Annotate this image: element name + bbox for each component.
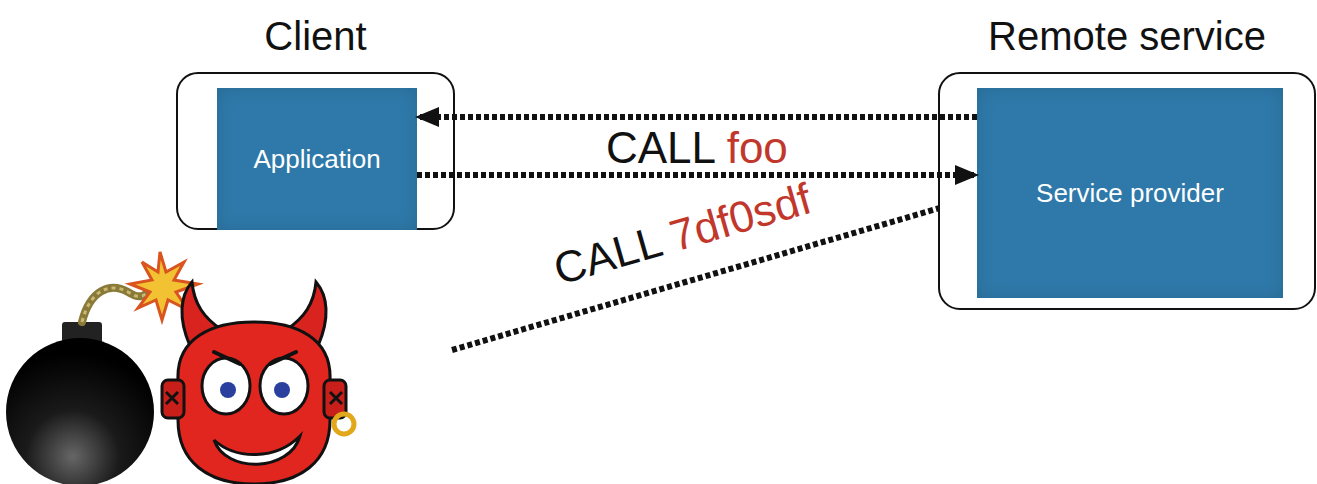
container-box: Remote serviceService provider bbox=[938, 72, 1316, 310]
devil-character bbox=[162, 282, 354, 484]
call-arrow bbox=[417, 172, 977, 178]
command-keyword: CALL bbox=[606, 123, 727, 172]
process-box: Service provider bbox=[977, 88, 1283, 298]
call-arrow bbox=[417, 114, 977, 120]
box-label: Service provider bbox=[1036, 178, 1224, 209]
command-argument: 7df0sdf bbox=[664, 173, 816, 260]
command-keyword: CALL bbox=[548, 213, 677, 293]
container-box: ClientApplication bbox=[176, 72, 455, 230]
box-heading: Remote service bbox=[880, 12, 1317, 60]
process-box: Application bbox=[217, 88, 417, 230]
edge-label: CALL foo bbox=[606, 123, 788, 173]
box-label: Application bbox=[253, 144, 380, 175]
box-heading: Client bbox=[118, 12, 513, 60]
attack-label: CALL 7df0sdf bbox=[548, 173, 817, 294]
bomb-symbol bbox=[6, 252, 198, 484]
command-argument: foo bbox=[727, 123, 788, 172]
